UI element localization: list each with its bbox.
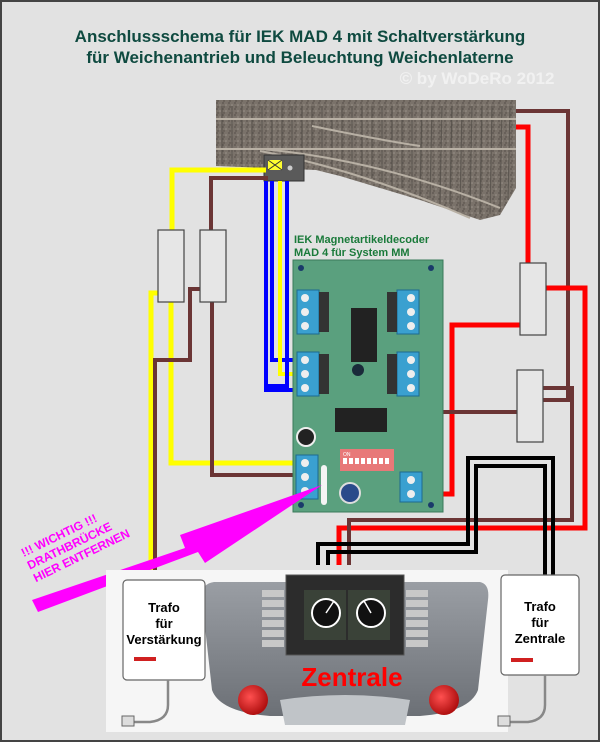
dip-on-label: ON <box>343 452 351 458</box>
title-line-1: Anschlussschema für IEK MAD 4 mit Schalt… <box>75 27 526 46</box>
trafo-left-line-3: Verstärkung <box>126 632 201 647</box>
resistor-right-1 <box>519 262 547 336</box>
wire-brown-to-trafo <box>153 287 200 580</box>
wire-black-1 <box>316 456 555 580</box>
resistor-left-1 <box>157 229 185 303</box>
terminal-block-mid-left <box>296 351 329 397</box>
wire-brown-lantern <box>209 176 268 230</box>
plug-right-icon <box>497 715 511 727</box>
resistor-right-2 <box>516 369 544 443</box>
wire-brown-to-decoder <box>210 302 306 477</box>
terminal-block-top-left <box>296 289 329 335</box>
turnout-track <box>216 100 516 220</box>
capacitor-2 <box>339 482 361 504</box>
terminal-block-output <box>399 471 423 503</box>
warning-arrow <box>32 485 322 612</box>
wire-brown-zentrale <box>347 386 574 565</box>
watermark: © by WoDeRo 2012 <box>400 69 555 88</box>
title-line-2: für Weichenantrieb und Beleuchtung Weich… <box>86 48 513 67</box>
trafo-left-line-1: Trafo <box>148 600 180 615</box>
wire-black-2 <box>326 464 547 580</box>
ic-chip-1 <box>351 308 377 362</box>
power-cable-left <box>132 680 170 724</box>
wire-bridge <box>321 465 327 505</box>
terminal-block-top-right <box>387 289 420 335</box>
knob-right <box>429 685 459 715</box>
wire-yellow-to-decoder <box>168 302 306 466</box>
plug-left-icon <box>121 715 135 727</box>
trafo-right-line-3: Zentrale <box>515 631 566 646</box>
zentrale-label: Zentrale <box>301 662 402 692</box>
wire-yellow-lantern <box>169 167 266 230</box>
central-station: Zentrale <box>201 574 489 725</box>
knob-left <box>238 685 268 715</box>
wire-red-track <box>516 124 531 264</box>
wire-yellow-to-trafo <box>148 290 158 575</box>
trafo-right-line-2: für <box>531 615 548 630</box>
trafo-right: Trafo für Zentrale <box>497 574 580 727</box>
terminal-block-mid-right <box>387 351 420 397</box>
trafo-left: Trafo für Verstärkung <box>121 579 206 727</box>
dip-switch: ON <box>340 449 394 471</box>
trafo-right-line-1: Trafo <box>524 599 556 614</box>
decoder-label-line-1: IEK Magnetartikeldecoder <box>294 234 430 246</box>
wires <box>148 109 588 580</box>
decoder-board: ON <box>292 259 444 513</box>
resistor-left-2 <box>199 229 227 303</box>
power-cable-right <box>508 675 547 724</box>
wire-blue-1 <box>270 181 300 362</box>
trafo-left-line-2: für <box>155 616 172 631</box>
terminal-block-power <box>295 454 319 500</box>
decoder-label-line-2: MAD 4 für System MM <box>294 247 410 259</box>
wire-red-zentrale <box>336 285 588 565</box>
wire-brown-track <box>516 109 570 402</box>
capacitor <box>296 427 316 447</box>
ic-chip-2 <box>335 408 387 432</box>
